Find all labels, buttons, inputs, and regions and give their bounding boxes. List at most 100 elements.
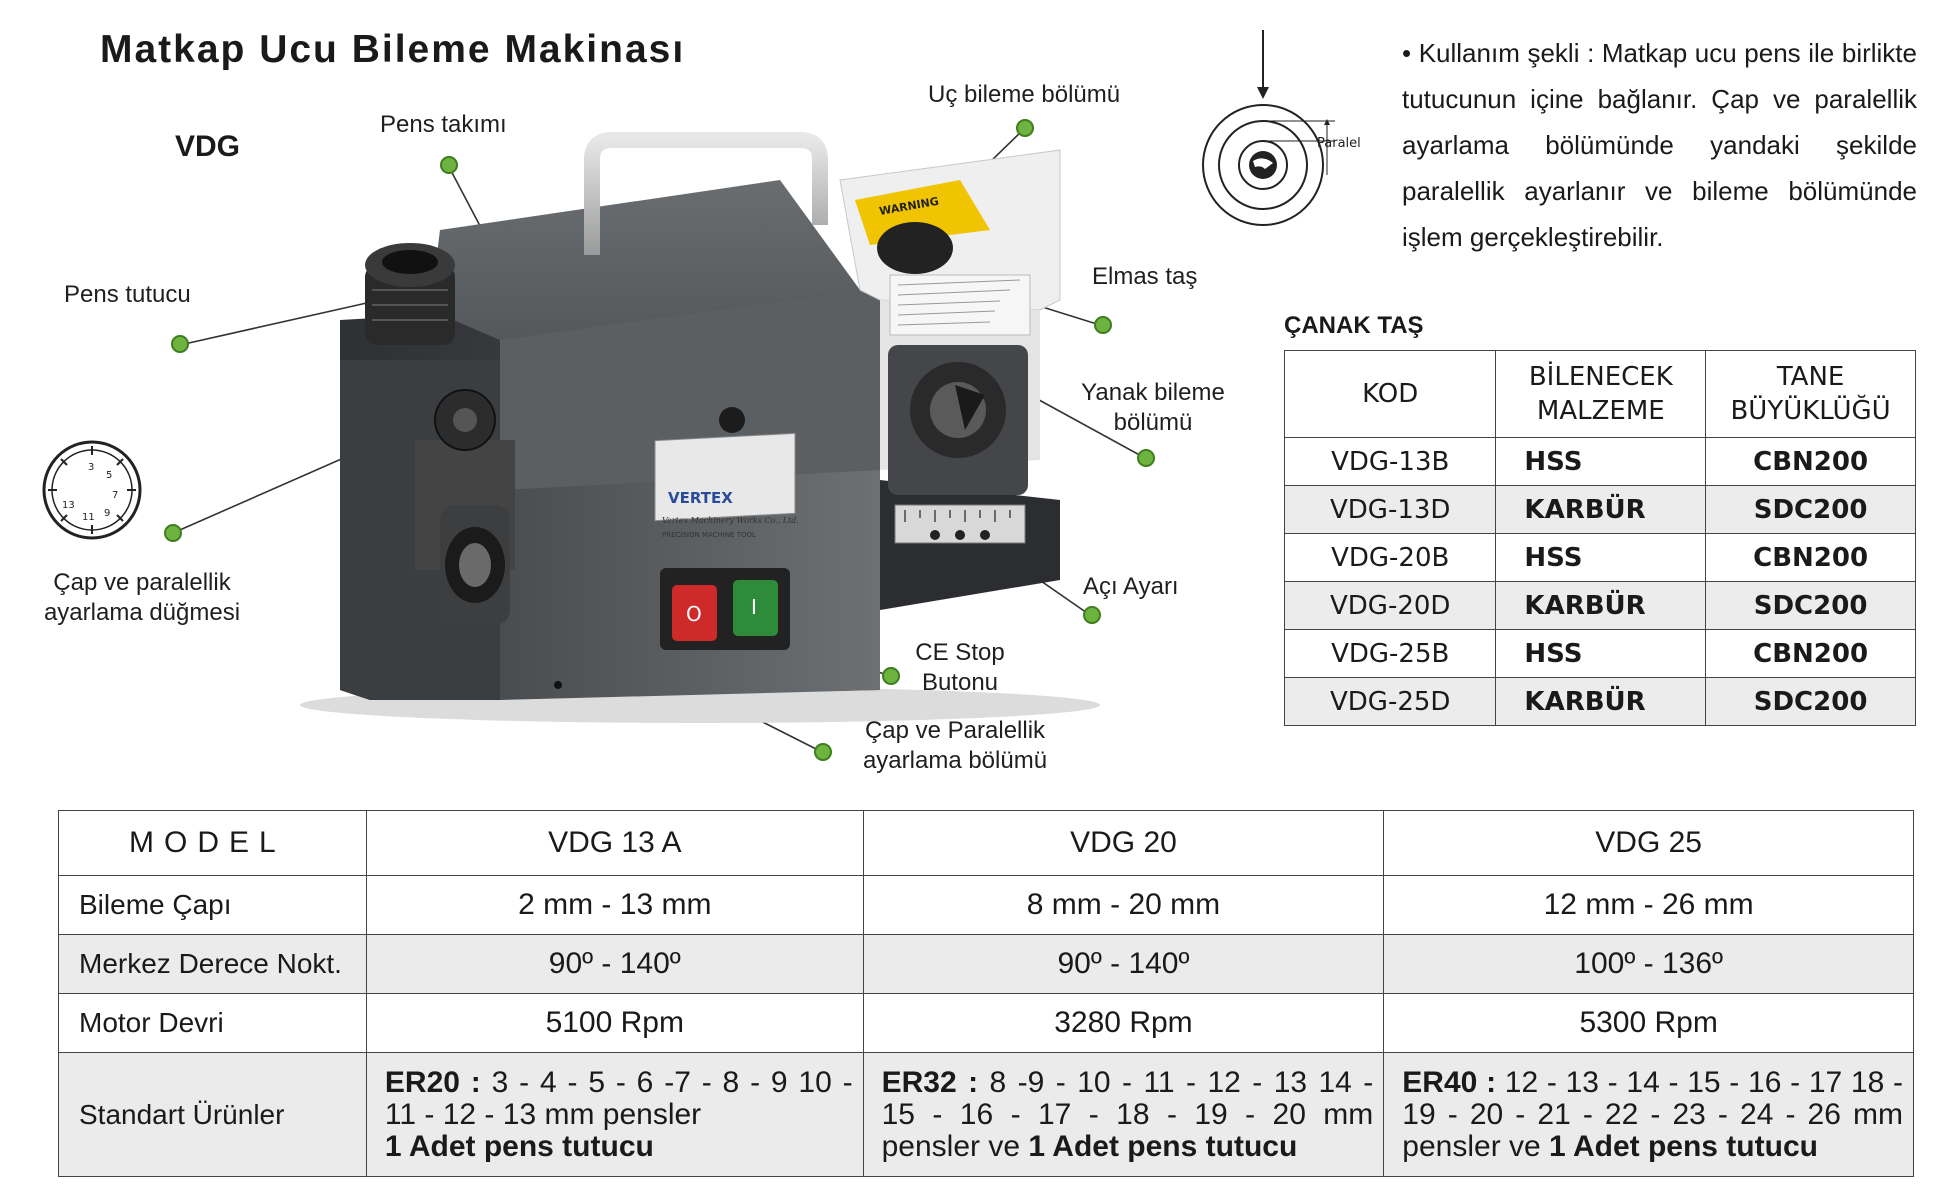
start-button: I — [751, 595, 757, 619]
dial-number-7: 7 — [112, 490, 118, 501]
callout-dot-cap-bolum — [814, 743, 832, 761]
page-title: Matkap Ucu Bileme Makinası — [100, 28, 686, 71]
callout-cap-bolum-line1: Çap ve Paralellik — [864, 717, 1046, 744]
spec-row-standard: Standart Ürünler ER20 : 3 - 4 - 5 - 6 -7… — [58, 1052, 1914, 1177]
model-subtitle: VDG — [175, 130, 241, 163]
spec-header-vdg25: VDG 25 — [1383, 810, 1914, 876]
callout-yanak-line1: Yanak bileme — [1081, 379, 1225, 406]
canak-row: VDG-20D KARBÜR SDC200 — [1283, 581, 1916, 630]
stop-button: O — [686, 602, 702, 626]
callout-dot-yanak — [1137, 449, 1155, 467]
canak-cell: SDC200 — [1705, 485, 1916, 534]
canak-title: ÇANAK TAŞ — [1284, 312, 1424, 339]
canak-cell: HSS — [1495, 533, 1707, 582]
dial-number-9: 9 — [104, 508, 110, 519]
canak-cell: CBN200 — [1705, 629, 1916, 678]
callout-dot-elmas-tas — [1094, 316, 1112, 334]
callout-ce-stop-line1: CE Stop — [915, 639, 1005, 666]
callout-ce-stop: CE Stop Butonu — [900, 638, 1020, 698]
canak-cell: SDC200 — [1705, 677, 1916, 726]
description-line-1: • Kullanım şekli : Matkap ucu pens ile b… — [1402, 38, 1917, 68]
spec-header-model: MODEL — [58, 810, 367, 876]
spec-header-vdg20: VDG 20 — [862, 810, 1385, 876]
callout-pens-tutucu: Pens tutucu — [64, 281, 191, 308]
spec-row-label: Bileme Çapı — [58, 875, 367, 935]
canak-cell: VDG-20D — [1283, 581, 1497, 630]
canak-cell: HSS — [1495, 437, 1707, 486]
canak-row: VDG-13B HSS CBN200 — [1283, 437, 1916, 486]
vertex-brand-sub: Vertex Machinery Works Co., Ltd. — [662, 516, 799, 525]
dial-number-13: 13 — [62, 500, 75, 511]
canak-row: VDG-13D KARBÜR SDC200 — [1283, 485, 1916, 534]
callout-cap-dugme: Çap ve paralellik ayarlama düğmesi — [22, 568, 262, 628]
spec-row-label: Motor Devri — [58, 993, 367, 1053]
spec-cell: 3280 Rpm — [862, 993, 1385, 1053]
canak-cell: CBN200 — [1705, 533, 1916, 582]
machine-illustration: WARNING VERTEX Vertex Machinery Works Co… — [42, 127, 1146, 753]
callout-pens-takimi: Pens takımı — [380, 111, 507, 138]
callout-ce-stop-line2: Butonu — [921, 669, 999, 696]
canak-cell: VDG-13B — [1283, 437, 1497, 486]
callout-dot-pens-tutucu — [171, 335, 189, 353]
description-line-3: ayarlama bölümünde yandaki şekilde — [1402, 130, 1917, 160]
callout-uc-bileme: Uç bileme bölümü — [928, 81, 1121, 108]
spec-cell: 100º - 136º — [1383, 934, 1914, 994]
canak-cell: VDG-25B — [1283, 629, 1497, 678]
callout-yanak-line2: bölümü — [1113, 409, 1193, 436]
spec-row: Motor Devri 5100 Rpm 3280 Rpm 5300 Rpm — [58, 993, 1914, 1053]
callout-aci-ayari: Açı Ayarı — [1083, 573, 1179, 600]
description-line-2: tutucunun içine bağlanır. Çap ve paralel… — [1402, 84, 1917, 114]
callout-dot-ce-stop — [882, 667, 900, 685]
canak-cell: VDG-25D — [1283, 677, 1497, 726]
canak-cell: SDC200 — [1705, 581, 1916, 630]
callout-cap-dugme-line1: Çap ve paralellik — [53, 569, 231, 596]
dial-number-3: 3 — [88, 462, 94, 473]
vertex-brand: VERTEX — [668, 489, 733, 507]
spec-cell: 90º - 140º — [365, 934, 864, 994]
callout-cap-bolum-line2: ayarlama bölümü — [862, 747, 1048, 774]
description-line-5: işlem gerçekleştirebilir. — [1402, 222, 1664, 252]
spec-standard-vdg25: ER40 : 12 - 13 - 14 - 15 - 16 - 17 18 - … — [1383, 1052, 1914, 1177]
callout-elmas-tas: Elmas taş — [1092, 263, 1198, 290]
spec-cell: 2 mm - 13 mm — [365, 875, 864, 935]
spec-row-label: Standart Ürünler — [58, 1052, 367, 1177]
canak-header-kod: KOD — [1283, 350, 1497, 438]
canak-cell: KARBÜR — [1495, 677, 1707, 726]
spec-cell: 5300 Rpm — [1383, 993, 1914, 1053]
callout-dot-uc-bileme — [1016, 119, 1034, 137]
spec-cell: 90º - 140º — [862, 934, 1385, 994]
canak-cell: KARBÜR — [1495, 485, 1707, 534]
callout-yanak: Yanak bileme bölümü — [1078, 378, 1228, 438]
spec-row-label: Merkez Derece Nokt. — [58, 934, 367, 994]
spec-cell: 5100 Rpm — [365, 993, 864, 1053]
canak-cell: VDG-20B — [1283, 533, 1497, 582]
spec-row: Bileme Çapı 2 mm - 13 mm 8 mm - 20 mm 12… — [58, 875, 1914, 935]
canak-row: VDG-20B HSS CBN200 — [1283, 533, 1916, 582]
spec-standard-vdg13: ER20 : 3 - 4 - 5 - 6 -7 - 8 - 9 10 - 11 … — [365, 1052, 864, 1177]
vertex-brand-sub2: PRECISION MACHINE TOOL — [662, 531, 756, 539]
spec-table: MODEL VDG 13 A VDG 20 VDG 25 Bileme Çapı… — [58, 810, 1914, 1177]
canak-cell: CBN200 — [1705, 437, 1916, 486]
canak-cell: KARBÜR — [1495, 581, 1707, 630]
spec-header-vdg13: VDG 13 A — [365, 810, 864, 876]
spec-header-row: MODEL VDG 13 A VDG 20 VDG 25 — [58, 810, 1914, 876]
spec-cell: 12 mm - 26 mm — [1383, 875, 1914, 935]
parallel-diagram: Paralel — [1202, 30, 1361, 226]
callout-cap-bolum: Çap ve Paralellik ayarlama bölümü — [855, 716, 1055, 776]
canak-cell: HSS — [1495, 629, 1707, 678]
callout-dot-cap-dugme — [164, 524, 182, 542]
callout-dot-pens-takimi — [440, 156, 458, 174]
usage-description: • Kullanım şekli : Matkap ucu pens ile b… — [1402, 30, 1917, 260]
spec-standard-vdg20: ER32 : 8 -9 - 10 - 11 - 12 - 13 14 - 15 … — [862, 1052, 1385, 1177]
canak-row: VDG-25D KARBÜR SDC200 — [1283, 677, 1916, 726]
dial-number-5: 5 — [106, 470, 112, 481]
canak-cell: VDG-13D — [1283, 485, 1497, 534]
spec-cell: 8 mm - 20 mm — [862, 875, 1385, 935]
spec-row: Merkez Derece Nokt. 90º - 140º 90º - 140… — [58, 934, 1914, 994]
description-line-4: paralellik ayarlanır ve bileme bölümünde — [1402, 176, 1917, 206]
callout-cap-dugme-line2: ayarlama düğmesi — [43, 599, 241, 626]
